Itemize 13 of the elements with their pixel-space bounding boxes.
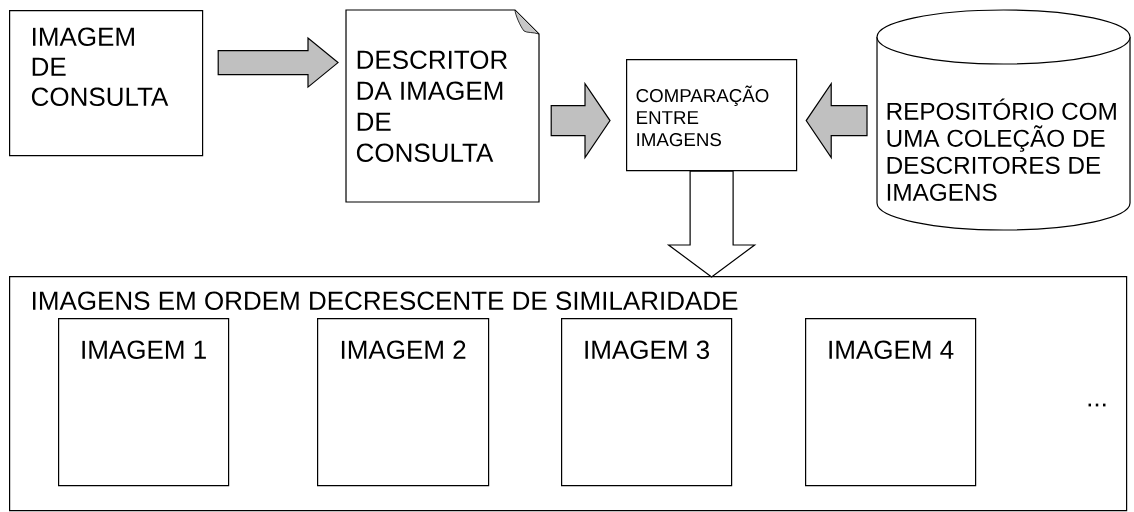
image-box: IMAGEM 2 (317, 318, 490, 487)
ellipsis-text: ... (1088, 403, 1106, 407)
image-box: IMAGEM 3 (561, 318, 733, 487)
image-box: IMAGEM 4 (805, 318, 977, 487)
node-label: REPOSITÓRIO COM UMA COLEÇÃO DE DESCRITORES DE IMAGENS (887, 98, 1116, 201)
image-box: IMAGEM 1 (58, 318, 230, 487)
block-arrow (666, 170, 757, 278)
block-arrow (217, 36, 339, 89)
block-arrow (550, 81, 611, 160)
database-cylinder: REPOSITÓRIO COM UMA COLEÇÃO DE DESCRITORES DE IMAGENS (876, 9, 1131, 231)
process-box: COMPARAÇÃO ENTRE IMAGENS (626, 59, 798, 172)
process-box: IMAGEM DE CONSULTA (9, 10, 204, 157)
block-arrow (805, 81, 868, 160)
